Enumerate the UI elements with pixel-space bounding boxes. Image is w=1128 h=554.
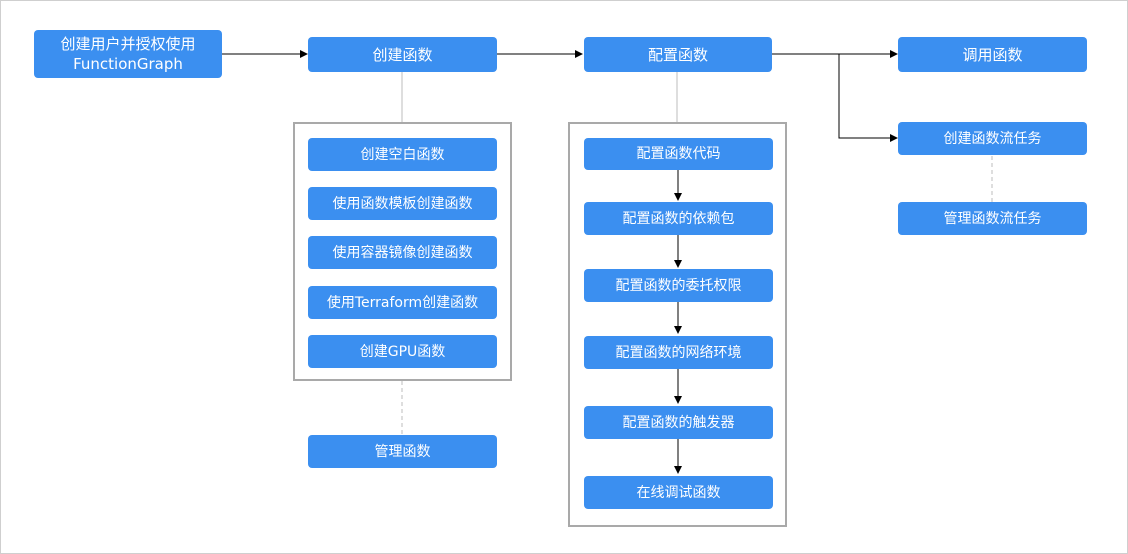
arrow-configure-to-create-flow (838, 54, 898, 142)
config-step-trigger[interactable]: 配置函数的触发器 (584, 406, 773, 439)
manage-function-node[interactable]: 管理函数 (308, 435, 497, 468)
configure-function-node[interactable]: 配置函数 (584, 37, 772, 72)
config-step-online-debug[interactable]: 在线调试函数 (584, 476, 773, 509)
create-options-group (293, 122, 512, 381)
config-steps-group (568, 122, 787, 527)
config-step-agency[interactable]: 配置函数的委托权限 (584, 269, 773, 302)
create-option-container-image[interactable]: 使用容器镜像创建函数 (308, 236, 497, 269)
create-flow-task-node[interactable]: 创建函数流任务 (898, 122, 1087, 155)
manage-flow-task-node[interactable]: 管理函数流任务 (898, 202, 1087, 235)
config-step-code[interactable]: 配置函数代码 (584, 138, 773, 170)
create-option-gpu[interactable]: 创建GPU函数 (308, 335, 497, 368)
config-step-network[interactable]: 配置函数的网络环境 (584, 336, 773, 369)
create-option-terraform[interactable]: 使用Terraform创建函数 (308, 286, 497, 319)
create-option-template[interactable]: 使用函数模板创建函数 (308, 187, 497, 220)
create-function-node[interactable]: 创建函数 (308, 37, 497, 72)
authorize-user-node[interactable]: 创建用户并授权使用 FunctionGraph (34, 30, 222, 78)
create-option-blank[interactable]: 创建空白函数 (308, 138, 497, 171)
invoke-function-node[interactable]: 调用函数 (898, 37, 1087, 72)
config-step-dependencies[interactable]: 配置函数的依赖包 (584, 202, 773, 235)
